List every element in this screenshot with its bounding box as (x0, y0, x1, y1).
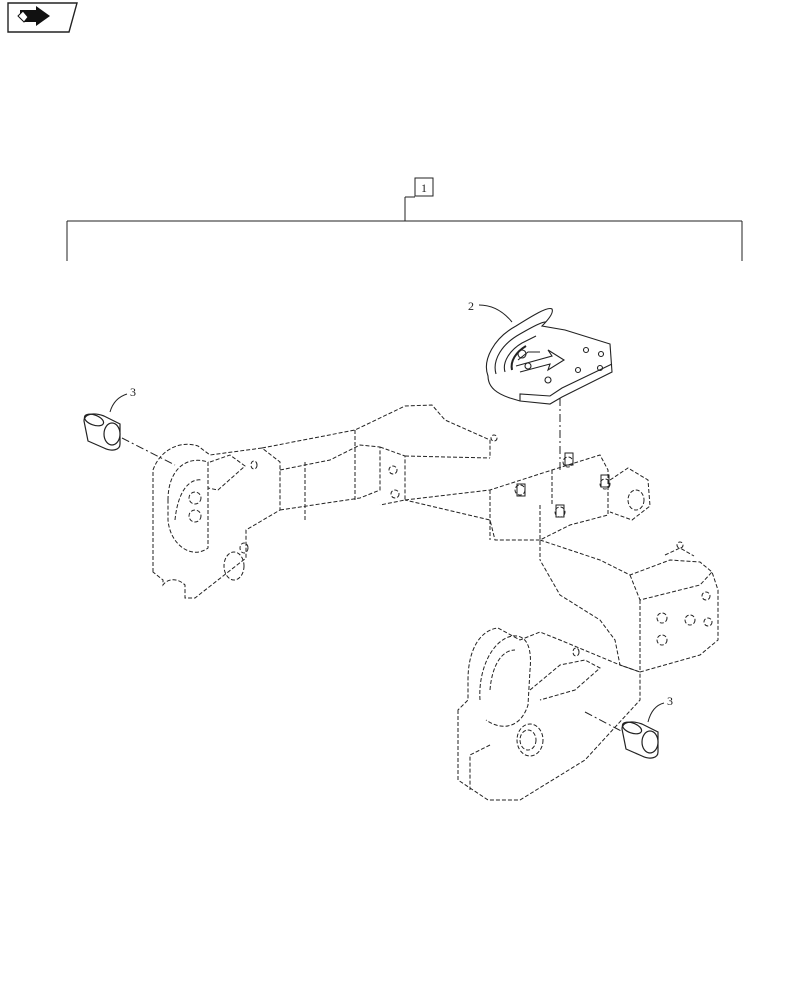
bushing-right[interactable] (621, 720, 659, 759)
assembly-bracket (66, 196, 743, 261)
callout-3-right[interactable]: 3 (647, 694, 673, 723)
callout-box-1[interactable]: 1 (414, 177, 434, 197)
callout-label-3-left: 3 (130, 385, 136, 399)
mounting-studs (516, 452, 610, 518)
page-navigation-button[interactable] (6, 2, 78, 33)
callout-label-2: 2 (468, 299, 474, 313)
tow-hook[interactable] (486, 307, 613, 405)
callout-2[interactable]: 2 (468, 299, 513, 323)
front-axle-frame[interactable] (152, 404, 719, 801)
leader-lines (121, 398, 626, 734)
bushing-left[interactable] (83, 412, 121, 451)
page-forward-icon (7, 2, 78, 33)
callout-3-left[interactable]: 3 (109, 385, 136, 413)
callout-label-1: 1 (421, 181, 427, 195)
callout-label-3-right: 3 (667, 694, 673, 708)
